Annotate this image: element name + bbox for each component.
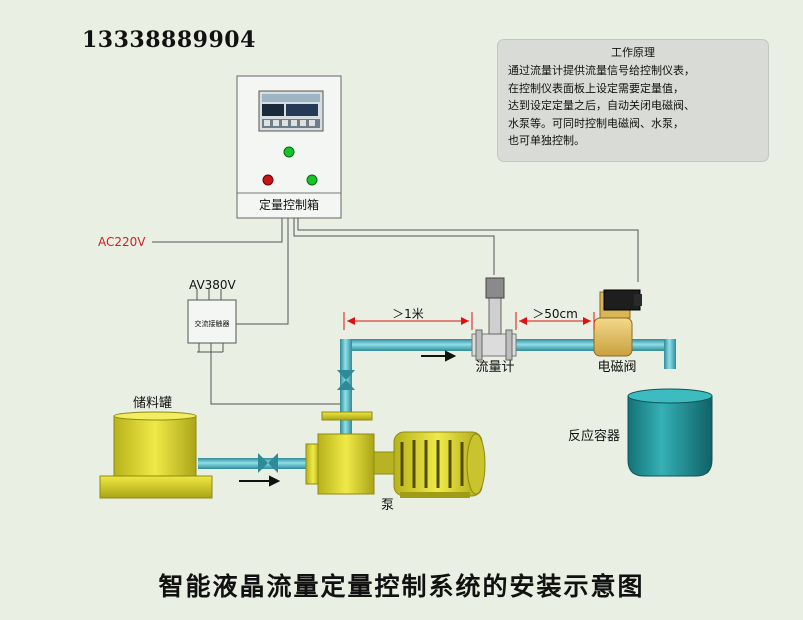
diagram-caption: 智能液晶流量定量控制系统的安装示意图 — [158, 572, 645, 601]
control-box — [236, 75, 342, 219]
contactor-box — [187, 299, 237, 344]
flow-arrow — [239, 475, 281, 487]
reaction-vessel-label: 反应容器 — [568, 428, 620, 444]
principle-title: 工作原理 — [611, 46, 655, 59]
principle-line: 也可单独控制。 — [508, 134, 585, 147]
ac220-label: AC220V — [98, 235, 146, 249]
dimension-50cm — [515, 312, 595, 330]
flow-arrow — [421, 350, 457, 362]
principle-line: 在控制仪表面板上设定需要定量值， — [508, 81, 684, 95]
contactor-label: 交流接触器 — [195, 319, 230, 328]
working-principle-box: 工作原理 通过流量计提供流量信号给控制仪表， 在控制仪表面板上设定需要定量值， … — [497, 39, 769, 162]
dimension-1m — [343, 312, 473, 330]
dimension-1m-label: ＞1米 — [392, 307, 424, 321]
phone-number: 13338889904 — [82, 27, 256, 53]
indicator-light-red — [262, 174, 274, 186]
pump — [305, 411, 486, 498]
solenoid-valve-label: 电磁阀 — [597, 360, 636, 375]
storage-tank — [99, 411, 213, 499]
principle-line: 水泵等。可同时控制电磁阀、水泵， — [508, 116, 684, 130]
wiring — [152, 218, 639, 405]
av380-label: AV380V — [189, 278, 237, 292]
reaction-vessel — [627, 388, 713, 477]
control-instrument-panel — [258, 90, 324, 132]
principle-line: 达到设定定量之后，自动关闭电磁阀、 — [508, 99, 695, 112]
indicator-light-green — [306, 174, 318, 186]
solenoid-valve — [593, 289, 642, 357]
pump-label: 泵 — [381, 498, 394, 513]
principle-line: 通过流量计提供流量信号给控制仪表， — [508, 64, 695, 77]
storage-tank-label: 储料罐 — [133, 396, 172, 411]
flowmeter-label: 流量计 — [475, 360, 514, 375]
dimension-50cm-label: ＞50cm — [532, 307, 578, 321]
control-box-label: 定量控制箱 — [259, 197, 319, 212]
flowmeter — [471, 277, 517, 361]
indicator-light-green — [283, 146, 295, 158]
principle-body: 通过流量计提供流量信号给控制仪表， 在控制仪表面板上设定需要定量值， 达到设定定… — [508, 62, 764, 150]
